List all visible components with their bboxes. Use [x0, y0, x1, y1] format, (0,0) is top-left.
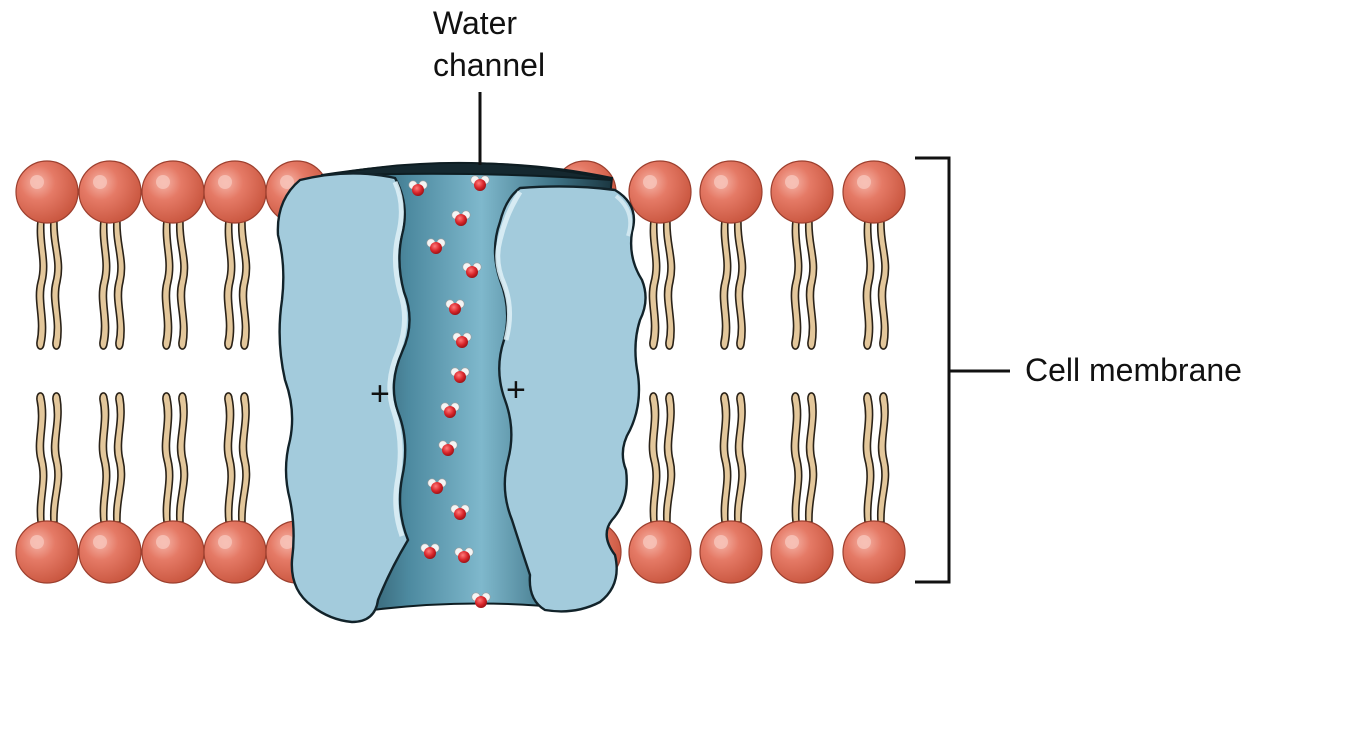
cell-membrane-label: Cell membrane [1025, 352, 1242, 388]
phospholipid-icon [35, 219, 63, 350]
phospholipid-icon [98, 392, 126, 523]
phospholipid-icon [35, 392, 63, 523]
phospholipid-icon [648, 392, 676, 523]
phospholipid-icon [223, 392, 251, 523]
lower-leaflet-left [15, 392, 329, 584]
phospholipid-icon [790, 392, 818, 523]
water-channel-label-line2: channel [433, 47, 545, 83]
phospholipid-icon [862, 219, 890, 350]
protein-right-half [493, 185, 647, 613]
aquaporin-protein-icon [276, 161, 647, 624]
phospholipid-icon [648, 219, 676, 350]
phospholipid-icon [161, 219, 189, 350]
phospholipid-icon [862, 392, 890, 523]
phospholipid-icon [719, 392, 747, 523]
charge-right-label: + [506, 371, 526, 409]
protein-left-half [276, 172, 411, 624]
water-channel-label: Water channel [433, 5, 545, 165]
phospholipid-icon [790, 219, 818, 350]
phospholipid-icon [719, 219, 747, 350]
charge-left-label: + [370, 375, 390, 413]
phospholipid-icon [161, 392, 189, 523]
water-channel-label-line1: Water [433, 5, 518, 41]
phospholipid-icon [98, 219, 126, 350]
phospholipid-icon [223, 219, 251, 350]
cell-membrane-bracket [915, 156, 1010, 584]
